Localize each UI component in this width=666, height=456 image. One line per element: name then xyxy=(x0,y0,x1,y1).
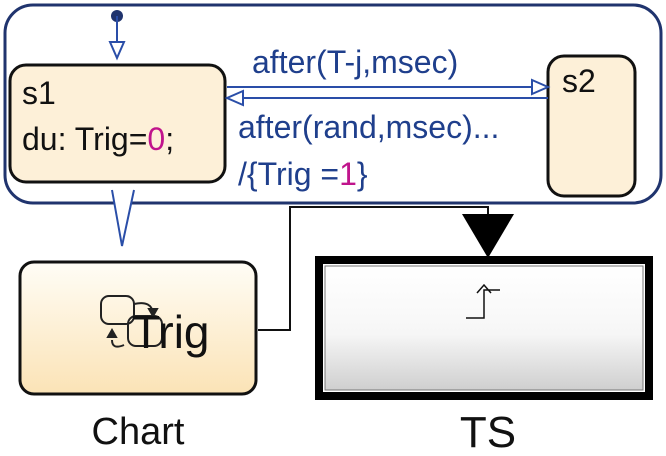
state-s1-action: du: Trig=0; xyxy=(22,121,174,157)
ts-caption: TS xyxy=(460,408,516,456)
transition-back-line2-value: 1 xyxy=(339,156,357,192)
transition-forward-label: after(T-j,msec) xyxy=(252,44,458,80)
chart-block[interactable]: Trig xyxy=(18,260,258,396)
transition-s1-to-s2[interactable]: after(T-j,msec) xyxy=(227,44,551,96)
transition-s2-to-s1[interactable]: after(rand,msec)... /{Trig =1} xyxy=(224,89,548,192)
transition-back-line2-prefix: /{Trig = xyxy=(238,156,339,192)
transition-back-label-line2: /{Trig =1} xyxy=(238,156,368,192)
state-s1-name: s1 xyxy=(22,75,56,111)
chart-block-label: Trig xyxy=(132,306,210,358)
state-s1-action-value: 0 xyxy=(147,121,165,157)
stateflow-icon xyxy=(100,295,163,348)
trigger-port-arrow xyxy=(462,214,514,258)
default-transition xyxy=(108,10,126,61)
state-s2[interactable]: s2 xyxy=(546,54,637,198)
ts-block[interactable] xyxy=(315,256,653,400)
chart-caption: Chart xyxy=(92,411,185,453)
zoom-callout xyxy=(111,189,135,247)
state-s2-name: s2 xyxy=(562,63,596,99)
signal-line xyxy=(258,206,489,331)
transition-back-line2-suffix: } xyxy=(357,156,368,192)
transition-back-label-line1: after(rand,msec)... xyxy=(238,109,499,145)
state-s1-action-prefix: du: Trig= xyxy=(22,121,147,157)
rising-edge-trigger-icon xyxy=(466,283,500,319)
state-s1-action-suffix: ; xyxy=(165,121,174,157)
state-s1[interactable]: s1 du: Trig=0; xyxy=(8,63,227,184)
